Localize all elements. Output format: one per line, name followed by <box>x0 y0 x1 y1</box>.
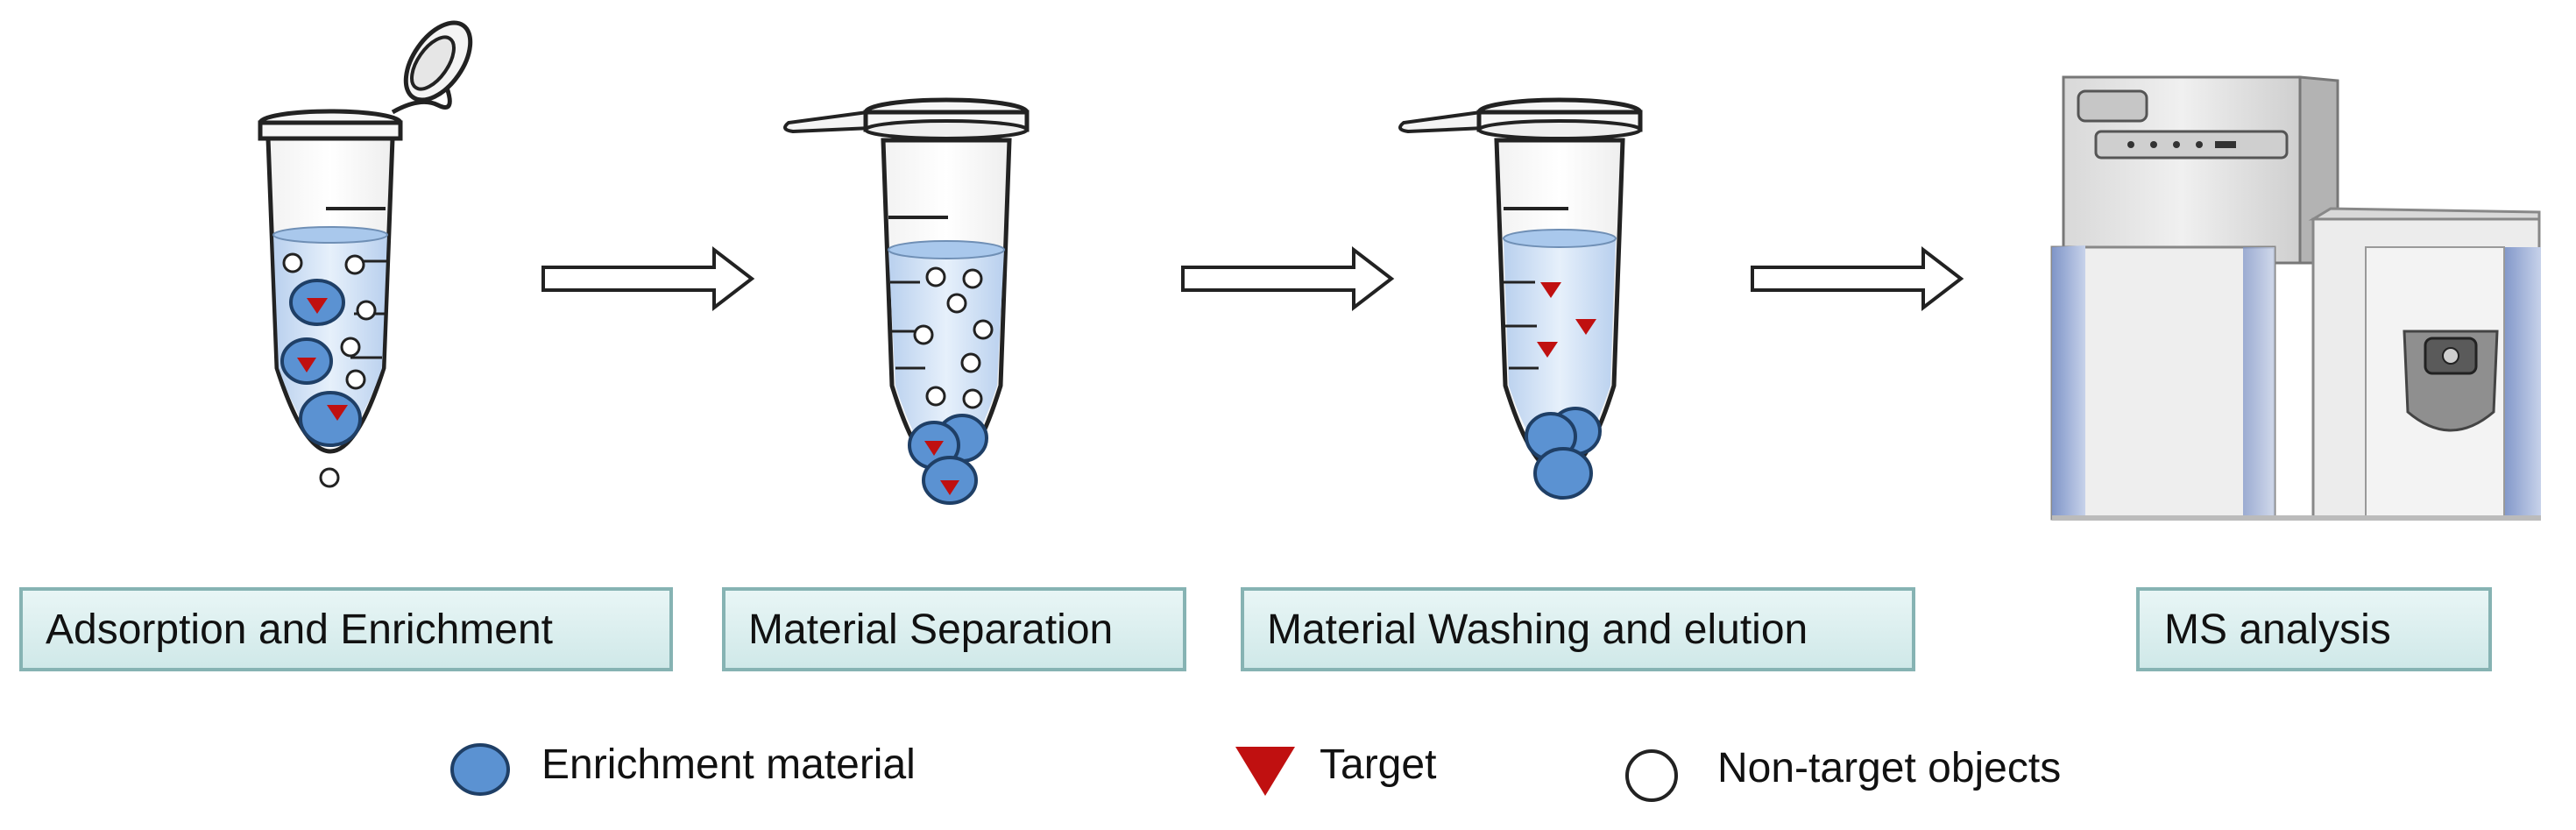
arrow-3 <box>1751 245 1964 312</box>
tube-separation <box>783 97 1030 505</box>
legend-label-target: Target <box>1320 741 1436 788</box>
step-label-3: Material Washing and elution <box>1241 587 1915 671</box>
legend-item-non-target: Non-target objects <box>1625 745 2061 802</box>
step-label-1: Adsorption and Enrichment <box>19 587 673 671</box>
step-label-4: MS analysis <box>2136 587 2492 671</box>
legend-item-target: Target <box>1235 741 1436 796</box>
open-cap-icon <box>391 20 473 115</box>
step-label-3-text: Material Washing and elution <box>1267 607 1808 653</box>
arrow-1 <box>541 245 755 312</box>
legend-label-enrichment-material: Enrichment material <box>541 741 916 788</box>
legend: Enrichment material Target Non-target ob… <box>450 741 2061 802</box>
target-icon <box>1235 747 1295 796</box>
mass-spectrometer-icon <box>2050 75 2541 521</box>
non-target-icon <box>1625 749 1678 802</box>
step-label-4-text: MS analysis <box>2164 607 2391 653</box>
enrichment-material-icon <box>450 743 510 796</box>
legend-item-enrichment-material: Enrichment material <box>450 741 916 796</box>
tube-washing <box>1398 97 1643 500</box>
tube-adsorption <box>258 20 473 488</box>
legend-label-non-target: Non-target objects <box>1717 745 2061 791</box>
step-label-1-text: Adsorption and Enrichment <box>46 607 553 653</box>
arrow-2 <box>1181 245 1395 312</box>
step-label-2: Material Separation <box>722 587 1186 671</box>
step-label-2-text: Material Separation <box>748 607 1113 653</box>
